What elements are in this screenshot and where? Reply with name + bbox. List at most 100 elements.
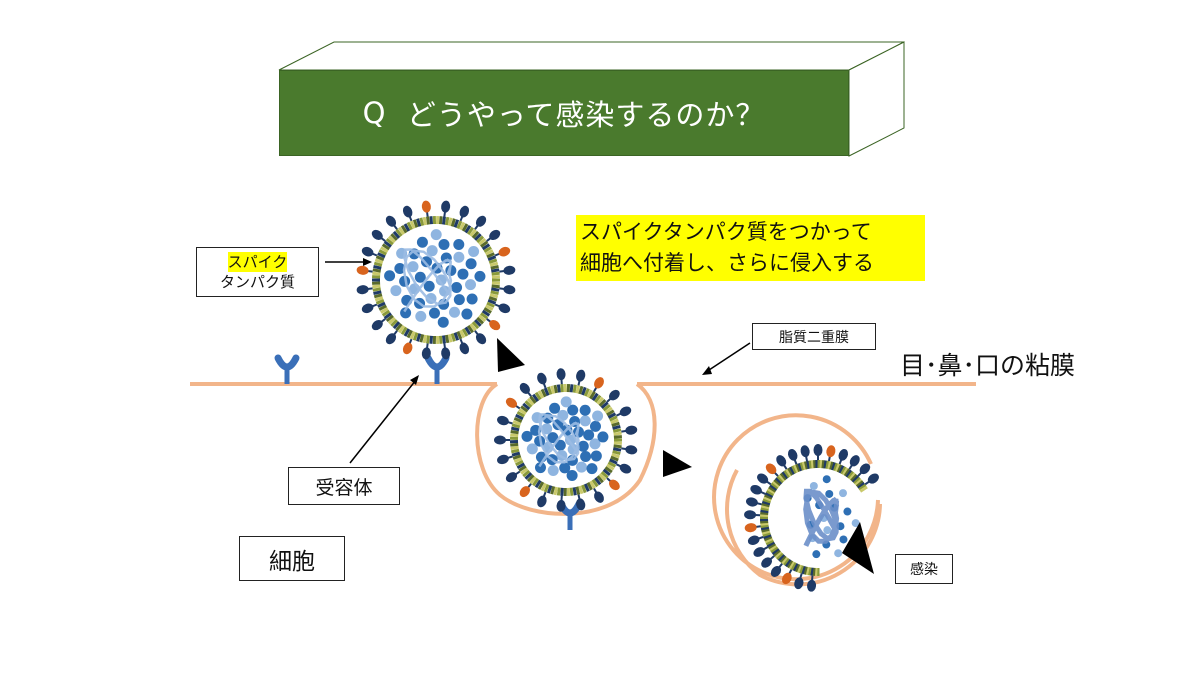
- spike-protein-icon: [770, 565, 782, 577]
- spike-protein-icon: [625, 425, 638, 435]
- spike-protein-icon: [356, 285, 369, 295]
- spike-protein-icon: [849, 455, 860, 467]
- spike-protein-icon: [800, 445, 810, 458]
- receptor-icon: [274, 354, 300, 384]
- spike-protein-icon: [757, 473, 769, 484]
- spike-protein-icon: [371, 319, 383, 331]
- spike-protein-icon: [489, 229, 501, 241]
- spike-protein-icon: [826, 445, 836, 458]
- spike-protein-icon: [776, 455, 787, 467]
- spike-protein-icon: [459, 205, 470, 218]
- cell-label: 細胞: [239, 536, 345, 581]
- virus-particle: [356, 200, 516, 360]
- spike-protein-icon: [859, 463, 871, 475]
- spike-protein-icon: [503, 265, 516, 275]
- note-line2: 細胞へ付着し、さらに侵入する: [580, 251, 874, 275]
- spike-protein-icon: [750, 484, 762, 495]
- rna-strand: [803, 488, 840, 547]
- pointer-spike-head: [363, 258, 372, 266]
- spike-protein-icon: [609, 479, 620, 491]
- spike-protein-icon: [807, 579, 817, 592]
- spike-protein-icon: [497, 415, 509, 426]
- spike-protein-icon: [475, 215, 487, 227]
- spike-protein-icon: [625, 445, 638, 455]
- spike-protein-icon: [519, 382, 530, 394]
- spike-protein-icon: [498, 246, 511, 257]
- lipid-bilayer-text: 脂質二重膜: [779, 329, 849, 346]
- arrow-icon: [842, 522, 874, 574]
- title-box-side: [848, 41, 905, 157]
- receptor-text: 受容体: [315, 476, 373, 499]
- pointer-receptor-head: [410, 375, 419, 385]
- spike-protein-icon: [747, 535, 760, 545]
- spike-protein-icon: [421, 347, 431, 360]
- arrow-icon: [663, 450, 692, 477]
- title-question: どうやって感染するのか？: [406, 98, 766, 132]
- spike-protein-icon: [787, 449, 798, 461]
- spike-protein-icon: [361, 246, 374, 257]
- spike-protein-icon: [765, 463, 777, 475]
- spike-protein-icon: [519, 486, 530, 498]
- spike-protein-icon: [385, 333, 397, 345]
- rna-strand: [537, 413, 580, 468]
- pointer-receptor: [349, 379, 417, 464]
- mucosa-label: 目･鼻･口の粘膜: [900, 351, 1076, 380]
- spike-protein-icon: [594, 491, 604, 503]
- spike-protein-icon: [385, 215, 397, 227]
- spike-protein-icon: [489, 319, 501, 331]
- rna-strand: [402, 248, 453, 313]
- spike-protein-label: スパイク タンパク質: [196, 247, 319, 297]
- spike-protein-icon: [609, 389, 620, 401]
- pointer-lipid-head: [702, 366, 712, 375]
- lipid-bilayer-label: 脂質二重膜: [752, 323, 876, 350]
- infection-label: 感染: [895, 554, 953, 584]
- spike-protein-icon: [781, 572, 792, 585]
- spike-protein-icon: [494, 435, 506, 445]
- note-line1: スパイクタンパク質をつかって: [580, 220, 872, 244]
- spike-protein-icon: [421, 200, 431, 213]
- spike-protein-icon: [402, 205, 413, 218]
- spike-protein-icon: [475, 333, 487, 345]
- spike-protein-icon: [402, 342, 413, 355]
- spike-protein-icon: [371, 229, 383, 241]
- spike-protein-icon: [503, 285, 516, 295]
- endosome-membrane: [712, 413, 882, 587]
- spike-protein-icon: [441, 347, 451, 360]
- spike-protein-icon: [744, 510, 757, 520]
- arrow-icon: [497, 338, 525, 372]
- spike-protein-icon: [505, 472, 518, 483]
- spike-protein-icon: [744, 523, 757, 533]
- spike-protein-icon: [497, 454, 509, 465]
- spike-protein-icon: [498, 303, 511, 314]
- virus-particle: [494, 368, 638, 512]
- pointer-lipid: [705, 342, 751, 373]
- title-prefix: Q: [362, 96, 387, 130]
- cell-text: 細胞: [269, 548, 315, 575]
- explanation-note: スパイクタンパク質をつかって 細胞へ付着し、さらに侵入する: [576, 215, 925, 281]
- spike-protein-icon: [761, 557, 773, 568]
- spike-protein-icon: [556, 368, 566, 381]
- title-box: Q どうやって感染するのか？: [279, 70, 849, 156]
- receptor-icon: [424, 354, 450, 384]
- spike-protein-icon: [576, 498, 586, 511]
- spike-protein-icon: [361, 303, 374, 314]
- spike-label-line1: スパイク: [227, 252, 288, 272]
- spike-protein-icon: [537, 495, 547, 508]
- spike-protein-icon: [576, 369, 586, 382]
- spike-protein-icon: [745, 497, 758, 507]
- spike-protein-icon: [813, 444, 823, 456]
- spike-protein-icon: [441, 200, 451, 213]
- title-box-top: [278, 41, 905, 71]
- spike-protein-icon: [505, 397, 518, 408]
- spike-protein-icon: [356, 265, 369, 275]
- spike-protein-icon: [794, 577, 804, 590]
- spike-protein-icon: [556, 499, 566, 512]
- spike-protein-icon: [594, 377, 604, 389]
- receptor-label: 受容体: [288, 467, 400, 505]
- infection-text: 感染: [910, 562, 938, 578]
- spike-label-line2: タンパク質: [219, 273, 295, 291]
- virus-particle: [744, 444, 879, 592]
- spike-protein-icon: [753, 547, 765, 557]
